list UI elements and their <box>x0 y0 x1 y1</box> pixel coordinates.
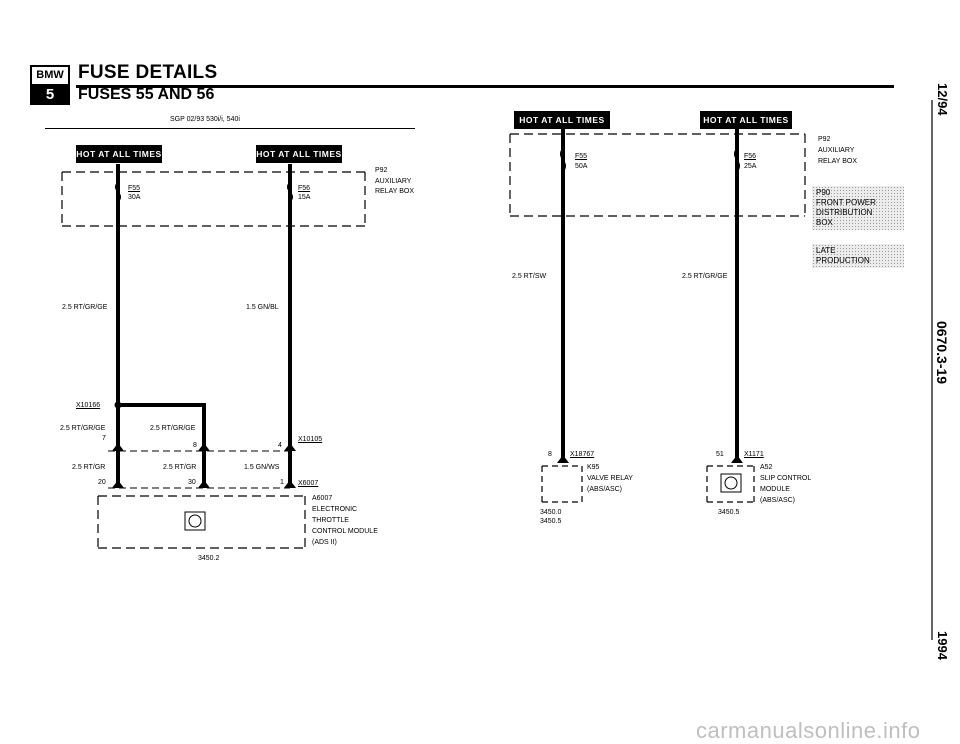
connector-x18767-label: X18767 <box>570 451 595 458</box>
left-hot-at-all-times-badge-2: HOT AT ALL TIMES <box>256 145 342 163</box>
connector-x6007-label: X6007 <box>298 480 319 487</box>
left-wire-label-5: 2.5 RT/GR <box>72 464 106 471</box>
note-late-line-2: PRODUCTION <box>816 256 870 265</box>
left-fuse-f56-label: F56 <box>298 185 311 192</box>
pin-30-label: 30 <box>188 479 196 486</box>
right-relay-box-outline <box>509 133 806 217</box>
left-reference: 3450.2 <box>198 555 220 562</box>
right-fuse-f55-rating: 50A <box>575 163 588 170</box>
right-relay-box-name-1: AUXILIARY <box>818 147 855 154</box>
pin-20-label: 20 <box>98 479 106 486</box>
left-module-symbol <box>184 511 206 531</box>
left-wire-label-4: 2.5 RT/GR/GE <box>150 425 196 432</box>
right-module-symbol <box>720 473 742 493</box>
page-title: FUSE DETAILS <box>78 62 218 83</box>
module-a6007-name-1: ELECTRONIC <box>312 506 358 513</box>
note-p90-line-4: BOX <box>816 218 833 227</box>
right-wire-label-1: 2.5 RT/SW <box>512 273 547 280</box>
left-fuse-f55-label: F55 <box>128 185 141 192</box>
pin-1-label: 1 <box>280 479 284 486</box>
sgp-label: SGP 02/93 530i/i, 540i <box>170 116 240 123</box>
right-relay-box-code: P92 <box>818 136 831 143</box>
logo-text-series: 5 <box>32 86 68 103</box>
left-wire-label-3: 2.5 RT/GR/GE <box>60 425 106 432</box>
logo-text-bmw: BMW <box>32 67 68 86</box>
left-relay-box-name-1: AUXILIARY <box>375 178 412 185</box>
left-relay-box-name-2: RELAY BOX <box>375 188 415 195</box>
note-p90-line-3: DISTRIBUTION <box>816 208 873 217</box>
left-wire-label-6: 2.5 RT/GR <box>163 464 197 471</box>
splice-x10166-label: X10166 <box>76 402 101 409</box>
splice-x10166-dot <box>114 401 122 409</box>
watermark: carmanualsonline.info <box>696 718 921 743</box>
header-rule <box>76 85 894 88</box>
relay-reference-2: 3450.5 <box>540 518 562 525</box>
module-a6007-name-3: CONTROL MODULE <box>312 528 378 535</box>
connector-x1171-label: X1171 <box>744 451 764 458</box>
relay-reference-1: 3450.0 <box>540 509 562 516</box>
sgp-bracket-line <box>45 128 415 129</box>
relay-k95-outline <box>541 465 583 503</box>
right-fuse-f56-label: F56 <box>744 153 757 160</box>
pin-8-right-label: 8 <box>548 451 552 458</box>
relay-k95-name-1: VALVE RELAY <box>587 475 633 482</box>
left-wire-label-2: 1.5 GN/BL <box>246 304 279 311</box>
module-a52-outline <box>706 465 755 503</box>
right-fuse-f56-rating: 25A <box>744 163 757 170</box>
module-a52-name-2: MODULE <box>760 486 790 493</box>
relay-k95-name-2: (ABS/ASC) <box>587 486 623 493</box>
left-wire-splice-branch <box>118 403 206 446</box>
left-relay-box-code: P92 <box>375 167 388 174</box>
note-p90-line-1: P90 <box>816 188 831 197</box>
left-fuse-f55-rating: 30A <box>128 194 141 201</box>
left-module-outline <box>97 495 306 549</box>
right-hot-at-all-times-badge-2: HOT AT ALL TIMES <box>700 111 792 129</box>
module-a52-reference: 3450.5 <box>718 509 740 516</box>
connector-x10105-label: X10105 <box>298 436 323 443</box>
module-a52-code: A52 <box>760 464 773 471</box>
relay-k95-code: K95 <box>587 464 600 471</box>
module-a52-name-3: (ABS/ASC) <box>760 497 796 504</box>
left-relay-box-outline <box>61 171 366 227</box>
side-date: 12/94 <box>935 80 950 119</box>
left-wire-label-1: 2.5 RT/GR/GE <box>62 304 108 311</box>
module-a6007-name-2: THROTTLE <box>312 517 349 524</box>
module-a6007-code: A6007 <box>312 495 333 502</box>
pin-51-label: 51 <box>716 451 724 458</box>
note-late-line-1: LATE <box>816 246 836 255</box>
right-fuse-f55-label: F55 <box>575 153 588 160</box>
left-wire-label-7: 1.5 GN/WS <box>244 464 280 471</box>
pin-8-label: 8 <box>193 442 197 449</box>
right-hot-at-all-times-badge-1: HOT AT ALL TIMES <box>514 111 610 129</box>
pin-4-label: 4 <box>278 442 282 449</box>
module-a6007-name-4: (ADS II) <box>312 539 337 546</box>
connector-pins <box>112 443 743 488</box>
note-late-production: LATE PRODUCTION <box>812 244 904 268</box>
left-fuse-f56-rating: 15A <box>298 194 311 201</box>
side-section-code: 0670.3-19 <box>934 318 950 388</box>
module-a52-name-1: SLIP CONTROL <box>760 475 812 482</box>
note-p90-line-2: FRONT POWER <box>816 198 876 207</box>
pin-7-label: 7 <box>102 435 106 442</box>
note-front-power-distribution-box: P90 FRONT POWER DISTRIBUTION BOX <box>812 186 904 230</box>
left-hot-at-all-times-badge-1: HOT AT ALL TIMES <box>76 145 162 163</box>
right-relay-box-name-2: RELAY BOX <box>818 158 858 165</box>
page-subtitle: FUSES 55 AND 56 <box>78 86 215 103</box>
bmw-5-series-logo: BMW 5 <box>30 65 70 105</box>
right-wire-label-2: 2.5 RT/GR/GE <box>682 273 728 280</box>
side-year: 1994 <box>935 628 950 663</box>
